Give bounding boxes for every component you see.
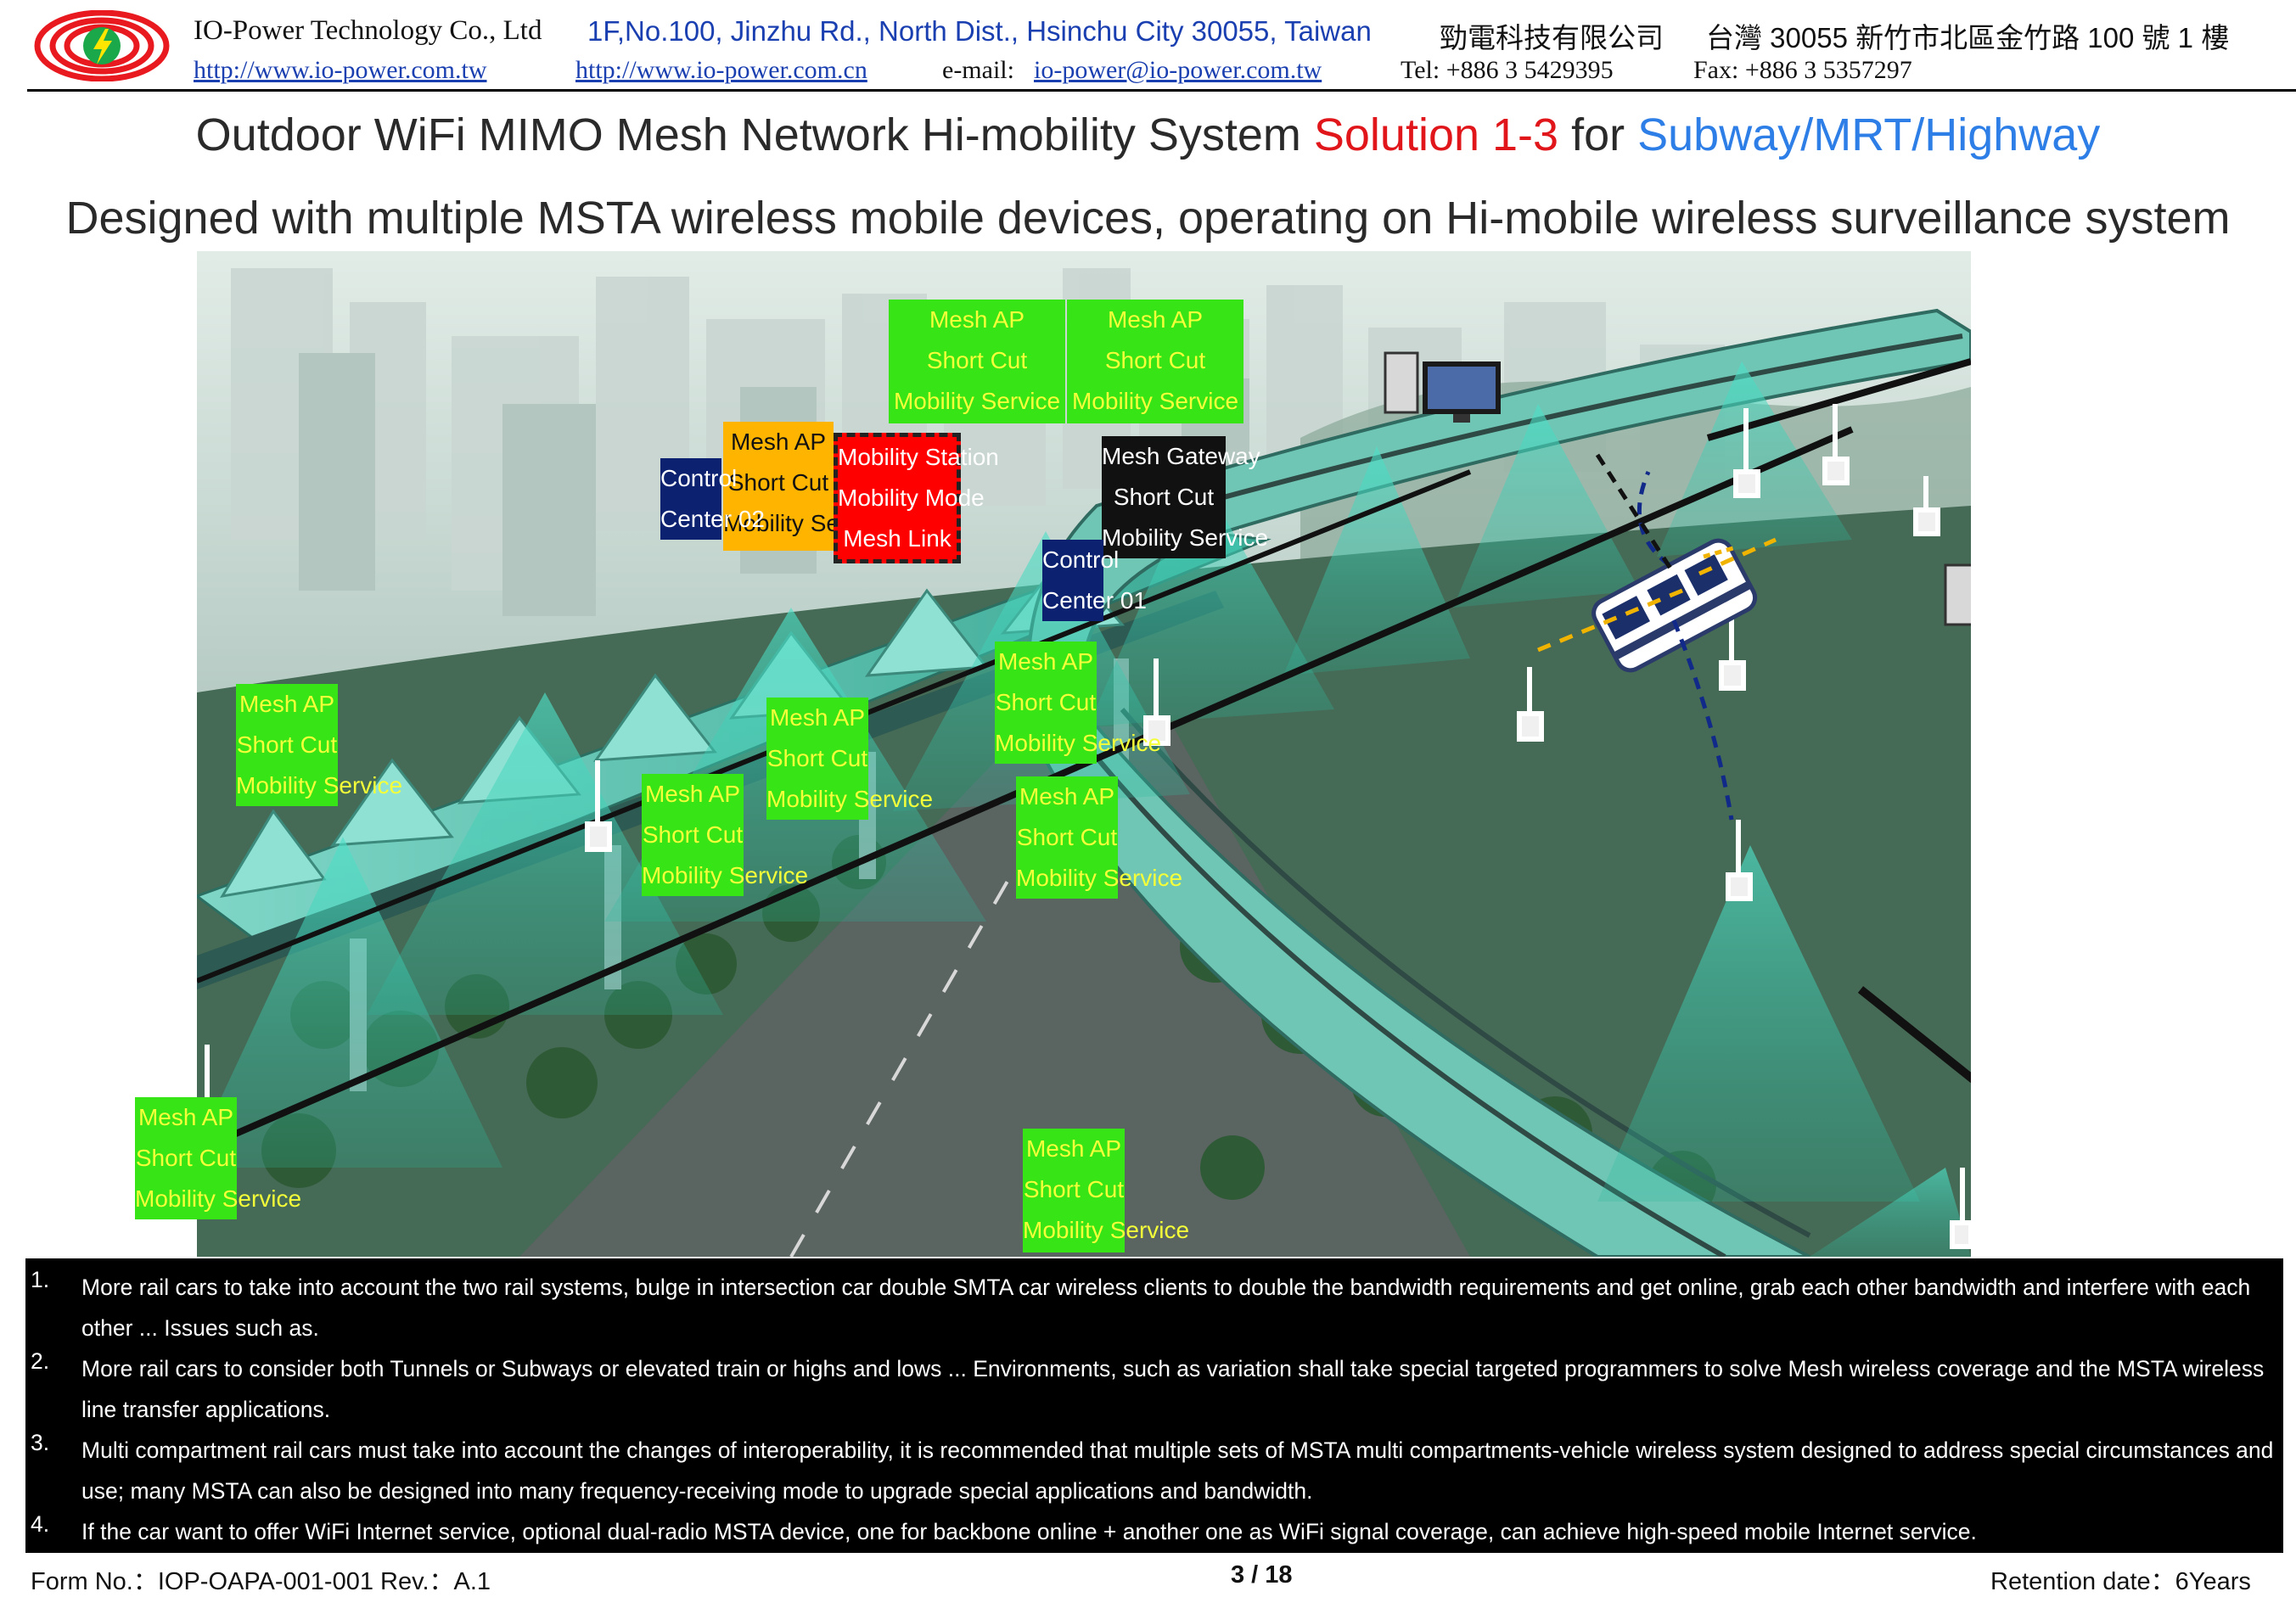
label-line-3: Mobility Service [1071,388,1239,414]
note-text: More rail cars to take into account the … [81,1275,2251,1341]
telephone: Tel: +886 3 5429395 [1401,56,1614,84]
label-line-3: Mobility Service [1016,865,1183,891]
label-line-1: Mesh AP [730,429,827,455]
label-line-1: Control [660,465,738,491]
label-line-1: Mesh AP [769,704,866,731]
label-line-1: Mesh AP [138,1104,234,1130]
label-line-2: Short Cut [727,469,829,496]
page-number: 3 / 18 [1231,1561,1293,1589]
note-number: 4. [31,1511,50,1537]
label-line-3: Mobility Service [766,786,934,812]
label-line-2: Short Cut [926,347,1028,373]
label-line-2: Short Cut [1016,824,1118,850]
label-line-1: Control [1042,546,1120,573]
notes-panel: 1. More rail cars to take into account t… [25,1258,2283,1553]
label-line-2: Center 01 [1042,587,1147,614]
label-line-2: Short Cut [135,1145,237,1171]
label-line-1: Mesh AP [239,691,335,717]
company-logo [34,10,170,81]
label-line-2: Short Cut [236,731,338,758]
website-tw-link[interactable]: http://www.io-power.com.tw [194,56,487,84]
header-rule [27,89,2296,92]
label-line-1: Mesh AP [997,648,1094,675]
label-line-2: Short Cut [1023,1176,1125,1202]
note-text: More rail cars to consider both Tunnels … [81,1356,2265,1422]
label-line-3: Mobility Service [135,1185,302,1212]
company-address-zh: 台灣 30055 新竹市北區金竹路 100 號 1 樓 [1706,22,2230,53]
page-title: Outdoor WiFi MIMO Mesh Network Hi-mobili… [0,109,2296,161]
label-line-3: Mesh Link [843,525,952,552]
label-line-2: Mobility Mode [838,485,985,511]
title-solution: Solution 1-3 [1313,109,1559,160]
label-line-3: Mobility Service [236,772,403,798]
label-line-1: Mesh Gateway [1102,443,1260,469]
label-line-2: Short Cut [1113,484,1215,510]
fax: Fax: +886 3 5357297 [1693,56,1912,84]
page-subtitle: Designed with multiple MSTA wireless mob… [65,193,2231,244]
form-number: Form No.：IOP-OAPA-001-001 Rev.：A.1 [31,1568,491,1595]
label-line-1: Mesh AP [1107,306,1204,333]
label-line-3: Mobility Service [893,388,1061,414]
label-line-2: Short Cut [642,821,744,848]
title-main: Outdoor WiFi MIMO Mesh Network Hi-mobili… [195,109,1314,160]
label-line-1: Mesh AP [1025,1135,1122,1162]
title-joiner: for [1558,109,1638,160]
label-line-2: Short Cut [1104,347,1206,373]
label-line-2: Center 02 [660,506,765,532]
label-line-1: Mesh AP [1019,783,1115,810]
note-number: 2. [31,1348,50,1374]
label-line-3: Mobility Service [642,862,809,888]
label-line-3: Mobility Service [1102,524,1269,551]
note-number: 1. [31,1267,50,1292]
label-line-2: Short Cut [766,745,868,771]
email-link[interactable]: io-power@io-power.com.tw [1034,56,1322,84]
label-line-3: Mobility Service [995,730,1162,756]
note-number: 3. [31,1430,50,1455]
note-text: If the car want to offer WiFi Internet s… [81,1519,1977,1544]
email-label: e-mail: [942,56,1014,84]
label-line-1: Mesh AP [644,781,741,807]
label-line-1: Mobility Station [838,444,999,470]
note-text: Multi compartment rail cars must take in… [81,1437,2274,1504]
company-name: IO-Power Technology Co., Ltd [194,15,542,46]
retention-date: Retention date：6Years [1990,1568,2251,1595]
label-line-3: Mobility Service [1023,1217,1190,1243]
label-line-2: Short Cut [995,689,1097,715]
label-line-1: Mesh AP [929,306,1025,333]
title-target: Subway/MRT/Highway [1637,109,2101,160]
company-address-en: 1F,No.100, Jinzhu Rd., North Dist., Hsin… [587,15,1372,47]
website-cn-link[interactable]: http://www.io-power.com.cn [575,56,867,84]
company-name-zh: 勁電科技有限公司 [1440,22,1664,53]
